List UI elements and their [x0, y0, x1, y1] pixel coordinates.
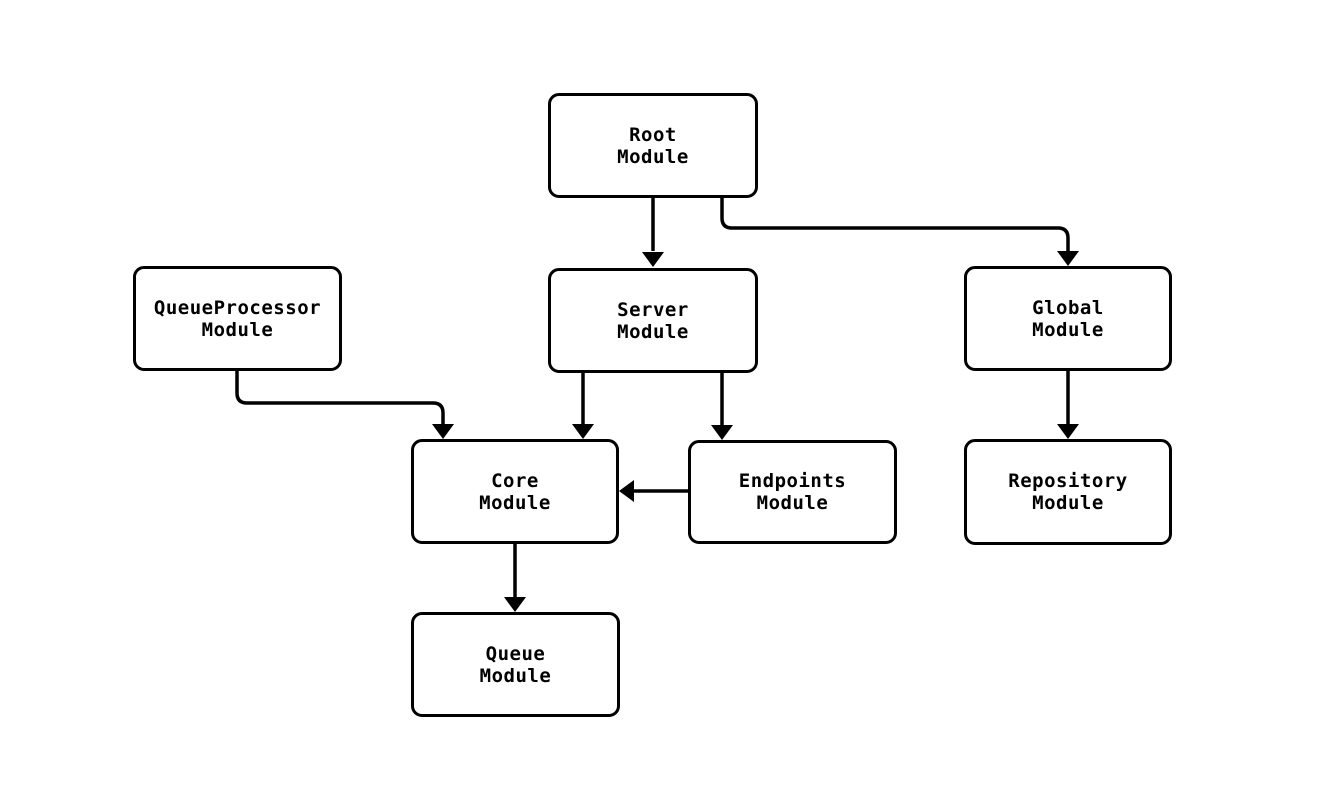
edge-line	[235, 371, 445, 424]
node-endpoints-module-label: Endpoints Module	[738, 470, 847, 514]
node-repository-module-label: Repository Module	[1008, 470, 1128, 514]
node-server-module-label: Server Module	[617, 298, 689, 343]
edge-server-module-to-core-module	[572, 373, 594, 439]
node-global-module: Global Module	[964, 266, 1172, 371]
edge-root-module-to-global-module	[720, 198, 1079, 266]
node-queue-module-label: Queue Module	[479, 642, 552, 687]
node-endpoints-module: Endpoints Module	[688, 440, 897, 544]
node-repository-module: Repository Module	[964, 439, 1172, 545]
arrowhead-left-icon	[619, 480, 634, 502]
node-global-module-label: Global Module	[1032, 296, 1104, 341]
node-root-module: Root Module	[548, 93, 758, 198]
node-queueprocessor-module: QueueProcessor Module	[133, 266, 342, 371]
edge-global-module-to-repository-module	[1057, 371, 1079, 439]
node-queueprocessor-module-label: QueueProcessor Module	[153, 296, 322, 341]
edge-server-module-to-endpoints-module	[711, 373, 733, 440]
node-core-module-label: Core Module	[479, 469, 551, 514]
arrowhead-down-icon	[432, 424, 454, 439]
node-queue-module: Queue Module	[411, 612, 620, 717]
arrowhead-down-icon	[1057, 251, 1079, 266]
edge-queueprocessor-module-to-core-module	[235, 371, 454, 439]
arrowhead-down-icon	[572, 424, 594, 439]
arrowhead-down-icon	[504, 597, 526, 612]
edge-line	[720, 198, 1070, 251]
arrowhead-down-icon	[1057, 424, 1079, 439]
node-server-module: Server Module	[548, 268, 758, 373]
node-root-module-label: Root Module	[617, 123, 689, 168]
arrowhead-down-icon	[711, 425, 733, 440]
edge-core-module-to-queue-module	[504, 544, 526, 612]
arrowhead-down-icon	[642, 252, 664, 267]
edge-endpoints-module-to-core-module	[619, 480, 688, 502]
node-core-module: Core Module	[411, 439, 619, 544]
edge-root-module-to-server-module	[642, 198, 664, 267]
